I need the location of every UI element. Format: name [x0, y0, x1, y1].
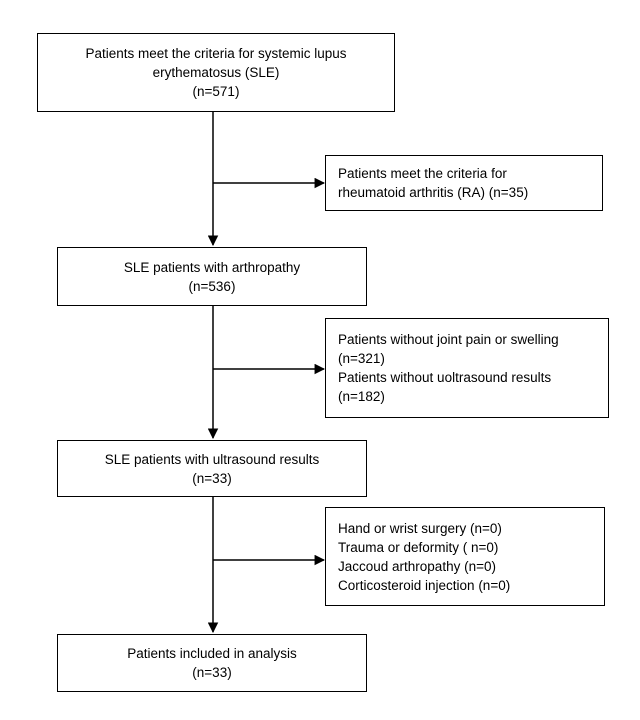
box-text-line: Jaccoud arthropathy (n=0)	[338, 558, 496, 574]
box-text-line: Patients included in analysis	[127, 646, 297, 661]
box-sle-criteria: Patients meet the criteria for systemic …	[37, 33, 395, 112]
box-text-line: rheumatoid arthritis (RA) (n=35)	[338, 185, 529, 200]
box-ultrasound: SLE patients with ultrasound results (n=…	[57, 440, 367, 497]
box-text-line: SLE patients with arthropathy	[123, 259, 301, 275]
box-ra-exclusion: Patients meet the criteria for rheumatoi…	[325, 155, 603, 211]
box-text-line: (n=33)	[192, 665, 232, 680]
box-text-line: erythematosus (SLE)	[152, 65, 280, 80]
box-text-line: Trauma or deformity ( n=0)	[338, 539, 499, 555]
box-text-line: Patients meet the criteria for	[338, 166, 507, 181]
box-text-line: SLE patients with ultrasound results	[104, 451, 320, 467]
box-other-exclusions: Hand or wrist surgery (n=0) Trauma or de…	[325, 507, 605, 606]
box-arthropathy: SLE patients with arthropathy (n=536)	[57, 247, 367, 306]
box-text-line: (n=571)	[192, 84, 240, 99]
box-text-line: Patients meet the criteria for systemic …	[85, 46, 347, 61]
box-text-line: (n=536)	[188, 278, 236, 294]
box-text-line: Hand or wrist surgery (n=0)	[338, 520, 502, 536]
box-text-line: (n=321)	[338, 351, 385, 366]
box-text-line: Patients without joint pain or swelling	[338, 332, 559, 347]
box-text-line: Corticosteroid injection (n=0)	[338, 577, 511, 593]
box-text-line: (n=182)	[338, 389, 385, 404]
box-no-pain-exclusion: Patients without joint pain or swelling …	[325, 318, 609, 418]
box-text-line: Patients without uoltrasound results	[338, 370, 552, 385]
box-included-in-analysis: Patients included in analysis (n=33)	[57, 634, 367, 692]
box-text-line: (n=33)	[192, 470, 232, 486]
